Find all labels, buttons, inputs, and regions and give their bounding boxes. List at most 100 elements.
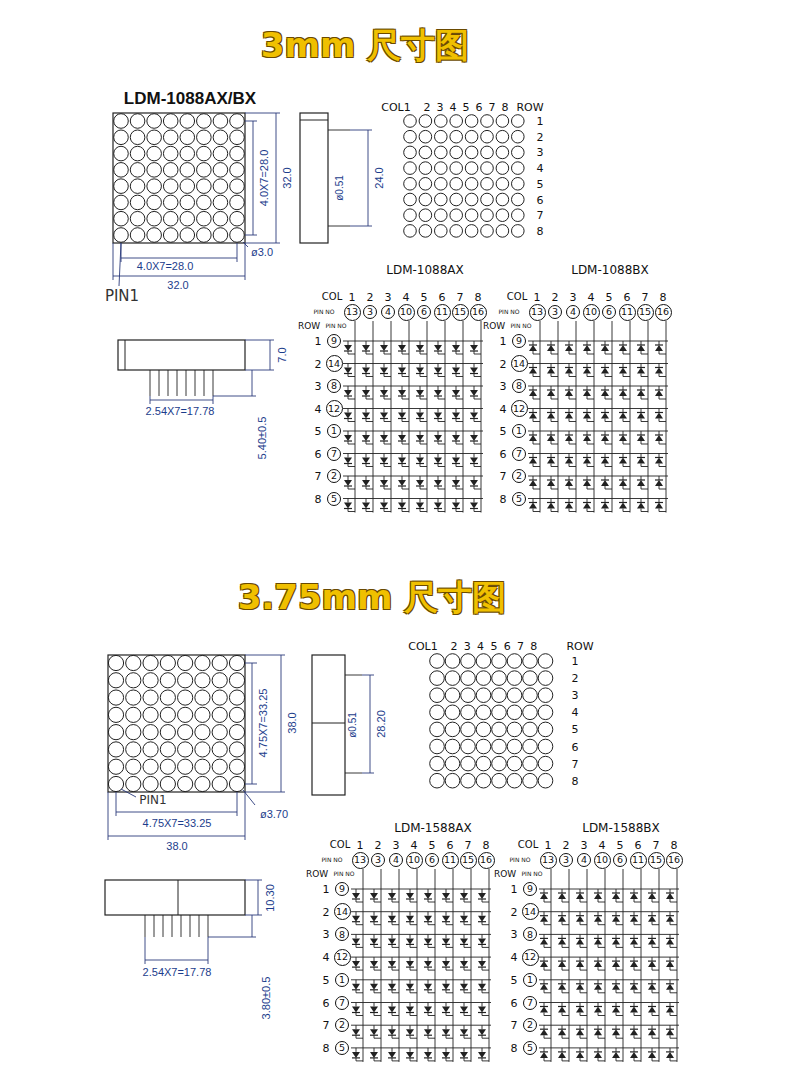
diode-lead [464,1048,465,1052]
pin-circle: 6 [425,853,439,867]
pin-circle: 4 [389,853,403,867]
diode-symbol [547,345,555,351]
diode-lead [402,444,409,445]
led-dot [465,209,478,222]
diode-lead [356,924,363,925]
diode-bar [637,434,645,435]
diode-symbol [460,916,468,922]
diode-lead [533,466,540,467]
pin-lead [328,226,350,227]
diode-bar [630,915,638,916]
diode-lead [446,1003,447,1007]
diode-symbol [648,961,656,967]
column-wire [666,321,667,513]
diode-lead [366,386,367,390]
column-wire [453,869,454,1062]
dimension-line [368,130,369,226]
row-wire [528,498,668,499]
diode-symbol [655,435,663,441]
led-dot [163,114,178,129]
led-dot [213,228,228,243]
dimension-line [245,235,257,236]
diode-symbol [540,938,548,944]
pin-number: 5 [339,1043,345,1053]
led-dot [195,742,210,757]
diode-bar [540,892,548,893]
led-dot [163,130,178,145]
pin-layout-label: 2 [536,131,545,142]
led-dot [126,707,141,722]
diode-bar [594,1006,602,1007]
pin-circle: 15 [460,852,477,869]
led-dot [419,115,432,128]
dimension-line [108,655,374,964]
diode-lead [598,1060,605,1061]
diode-lead [652,992,659,993]
dimension-label: 28.20 [376,709,387,739]
led-dot [163,195,178,210]
diode-lead [438,421,445,422]
diode-lead [410,970,417,971]
diode-symbol [478,1029,486,1035]
led-dot [114,163,129,178]
diode-lead [641,421,648,422]
diode-symbol [619,413,627,419]
diode-bar [576,1006,584,1007]
row-wire [528,363,668,364]
led-dot [126,690,141,705]
led-dot [197,179,212,194]
pin-number: 12 [328,404,340,414]
diode-lead [456,466,463,467]
led-dot [160,655,175,670]
diode-lead [374,970,381,971]
diode-lead [551,354,558,355]
diode-lead [580,1038,587,1039]
diode-lead [569,444,576,445]
schematic-label: 4 [499,403,508,414]
pin-number: 3 [375,855,381,865]
pin-circle: 2 [327,469,341,483]
dimension-line [252,370,253,396]
pin-number: 7 [527,998,533,1008]
diode-bar [565,457,573,458]
diode-lead [438,454,439,458]
diode-lead [402,476,403,480]
pin-lead [177,370,178,396]
diode-lead [544,947,551,948]
diode-symbol [565,345,573,351]
diode-symbol [478,961,486,967]
led-dot [163,211,178,226]
schematic-label: ROW [305,870,329,879]
diode-lead [374,980,375,984]
led-dot [481,115,494,128]
diode-lead [392,1015,399,1016]
diode-bar [666,960,674,961]
led-dot [419,178,432,191]
schematic-label: 4 [322,952,331,963]
diode-lead [356,889,357,893]
led-dot [114,228,129,243]
schematic-label: 3 [499,381,508,392]
led-dot [512,178,525,191]
diode-lead [348,386,349,390]
diode-lead [641,399,648,400]
pin-lead [150,370,151,396]
diode-lead [634,970,641,971]
diode-lead [659,466,666,467]
diode-bar [558,892,566,893]
diode-lead [348,444,355,445]
schematic-label: 8 [314,493,323,504]
column-wire [427,321,428,513]
dimension-line [121,789,136,797]
pin-layout-label: 4 [571,707,580,718]
diode-bar [648,1029,656,1030]
diode-bar [540,983,548,984]
diode-lead [580,992,587,993]
diode-lead [366,409,367,413]
diode-symbol [601,458,609,464]
diode-bar [583,344,591,345]
led-dot [126,655,141,670]
diode-symbol [547,503,555,509]
diode-lead [410,934,411,938]
section-title: 3.75mm 尺寸图 [237,580,508,614]
